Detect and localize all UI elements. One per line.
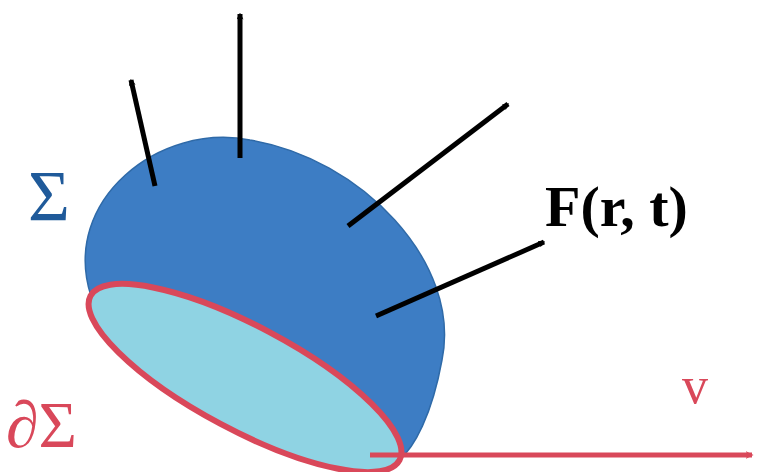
surface-symbol: Σ [28,160,70,232]
field-arrow [131,80,155,186]
boundary-symbol: ∂Σ [6,392,77,458]
velocity-arrow [370,453,752,458]
field-label: F(r, t) [545,178,688,236]
velocity-label: v [682,360,708,412]
field-arrow [238,14,243,158]
field-arrow [376,242,544,316]
boundary-curve [66,250,424,472]
field-arrow [348,104,508,226]
